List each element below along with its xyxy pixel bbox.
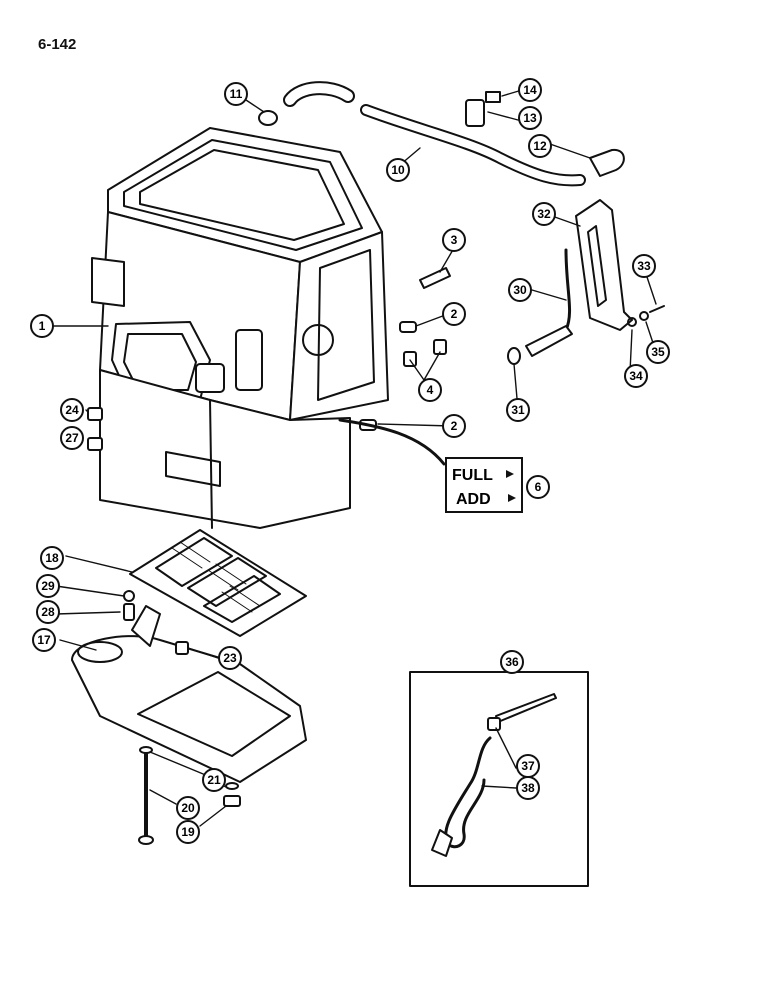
callout-circle (32, 628, 56, 652)
callout-number: 18 (45, 551, 59, 565)
callout-circle (442, 228, 466, 252)
callout-number: 1 (39, 319, 46, 333)
dipstick-label: FULL ADD (445, 457, 523, 513)
callout-number: 6 (535, 480, 542, 494)
dipstick-full-label: FULL (452, 467, 493, 484)
callout-circle (176, 820, 200, 844)
callout-number: 35 (651, 345, 665, 359)
callout-circle (508, 278, 532, 302)
callout-group: 1223461011121314171819202123242728293031… (30, 78, 670, 844)
suction-pipe (258, 81, 625, 187)
transmission-housing (91, 127, 389, 529)
heater-kit-box (409, 671, 589, 887)
callout-circle (632, 254, 656, 278)
callout-number: 2 (451, 419, 458, 433)
heater-bracket (507, 199, 665, 365)
callout-circle (40, 546, 64, 570)
callout-number: 4 (427, 383, 434, 397)
callout-circle (526, 475, 550, 499)
fasteners (138, 746, 241, 845)
callout-number: 30 (513, 283, 527, 297)
callout-number: 32 (537, 207, 551, 221)
filter-screen (129, 529, 307, 637)
callout-circle (532, 202, 556, 226)
callout-circle (442, 302, 466, 326)
callout-circle (36, 574, 60, 598)
callout-number: 14 (523, 83, 537, 97)
fittings (87, 267, 451, 466)
callout-number: 20 (181, 801, 195, 815)
callout-number: 17 (37, 633, 51, 647)
callout-circle (442, 414, 466, 438)
callout-number: 13 (523, 111, 537, 125)
callout-circle (528, 134, 552, 158)
page-number: 6-142 (38, 36, 77, 53)
callout-circle (202, 768, 226, 792)
callout-number: 28 (41, 605, 55, 619)
callout-number: 24 (65, 403, 79, 417)
callout-number: 31 (511, 403, 525, 417)
callout-circle (518, 106, 542, 130)
callout-number: 12 (533, 139, 547, 153)
callout-number: 10 (391, 163, 405, 177)
callout-circle (176, 796, 200, 820)
callout-circle (386, 158, 410, 182)
callout-number: 29 (41, 579, 55, 593)
callout-circle (224, 82, 248, 106)
callout-circle (506, 398, 530, 422)
sump-cover (71, 590, 307, 783)
callout-circle (36, 600, 60, 624)
callout-number: 23 (223, 651, 237, 665)
callout-circle (60, 398, 84, 422)
callout-number: 36 (505, 655, 519, 669)
callout-number: 38 (521, 781, 535, 795)
callout-number: 11 (230, 87, 243, 101)
callout-number: 19 (181, 825, 195, 839)
callout-number: 33 (637, 259, 651, 273)
dipstick-add-label: ADD (456, 491, 491, 508)
callout-circle (516, 776, 540, 800)
callout-circle (500, 650, 524, 674)
callout-number: 27 (65, 431, 79, 445)
callout-circle (518, 78, 542, 102)
callout-circle (646, 340, 670, 364)
callout-circle (60, 426, 84, 450)
callout-number: 21 (207, 773, 221, 787)
callout-circle (30, 314, 54, 338)
callout-number: 3 (451, 233, 458, 247)
callout-number: 37 (521, 759, 535, 773)
callout-number: 34 (629, 369, 643, 383)
callout-number: 2 (451, 307, 458, 321)
callout-circle (218, 646, 242, 670)
callout-circle (624, 364, 648, 388)
callout-circle (418, 378, 442, 402)
